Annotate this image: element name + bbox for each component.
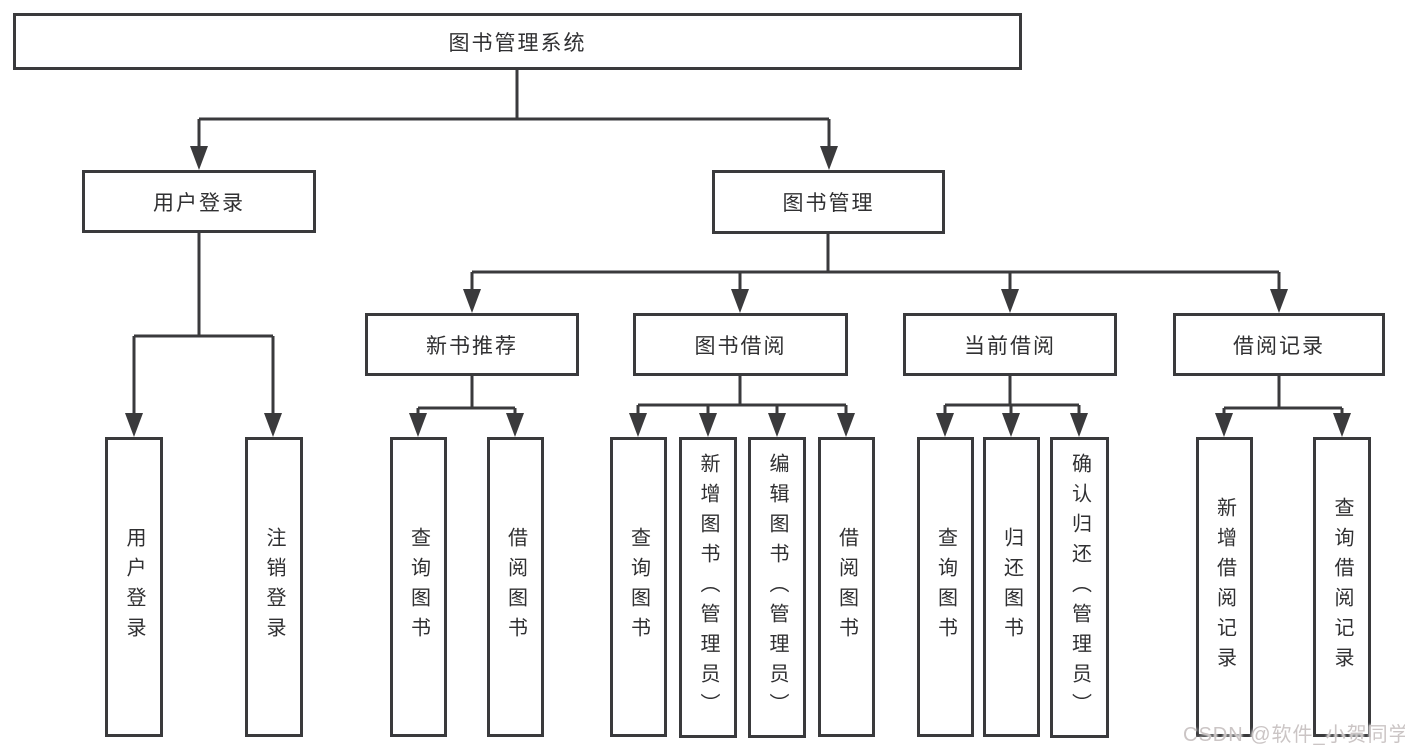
watermark: CSDN @软件_小贺同学 [1183,724,1405,746]
leaf-nb-query-books: 查询图书 [390,437,447,737]
node-book-borrowing: 图书借阅 [633,313,848,376]
leaf-br-add-record: 新增借阅记录 [1196,437,1253,737]
leaf-label: 查询借阅记录 [1331,497,1353,677]
node-label: 用户登录 [153,191,245,215]
leaf-bb-edit-books-admin: 编辑图书（管理员） [748,437,806,738]
node-borrow-records: 借阅记录 [1173,313,1385,376]
leaf-bb-query-books: 查询图书 [610,437,667,737]
leaf-label: 查询图书 [934,527,957,647]
leaf-label: 新增图书（管理员） [697,452,719,723]
leaf-label: 借阅图书 [835,527,858,647]
node-label: 当前借阅 [964,334,1056,358]
leaf-cb-query-books: 查询图书 [917,437,974,737]
leaf-cb-confirm-return-admin: 确认归还（管理员） [1050,437,1109,738]
node-user-login: 用户登录 [82,170,316,233]
leaf-label: 归还图书 [1000,527,1023,647]
leaf-br-query-record: 查询借阅记录 [1313,437,1371,737]
leaf-label: 编辑图书（管理员） [766,452,788,723]
leaf-label: 注销登录 [263,527,285,647]
node-label: 图书管理 [782,192,875,215]
node-label: 借阅记录 [1233,334,1325,358]
node-book-management: 图书管理 [712,170,945,234]
leaf-label: 新增借阅记录 [1213,497,1236,677]
leaf-cb-return-books: 归还图书 [983,437,1040,737]
node-current-borrowing: 当前借阅 [903,313,1117,376]
leaf-label: 用户登录 [123,527,145,647]
leaf-nb-borrow-books: 借阅图书 [487,437,544,737]
leaf-label: 借阅图书 [504,527,527,647]
leaf-bb-add-books-admin: 新增图书（管理员） [679,437,737,738]
leaf-user-login: 用户登录 [105,437,163,737]
leaf-label: 确认归还（管理员） [1068,452,1091,723]
node-library-management-system: 图书管理系统 [13,13,1022,70]
node-label: 图书借阅 [694,334,787,358]
node-new-book-recommend: 新书推荐 [365,313,579,376]
node-label: 新书推荐 [426,334,518,358]
leaf-bb-borrow-books: 借阅图书 [818,437,875,737]
leaf-label: 查询图书 [627,527,650,647]
leaf-logout: 注销登录 [245,437,303,737]
leaf-label: 查询图书 [407,527,430,647]
node-label: 图书管理系统 [448,31,587,55]
